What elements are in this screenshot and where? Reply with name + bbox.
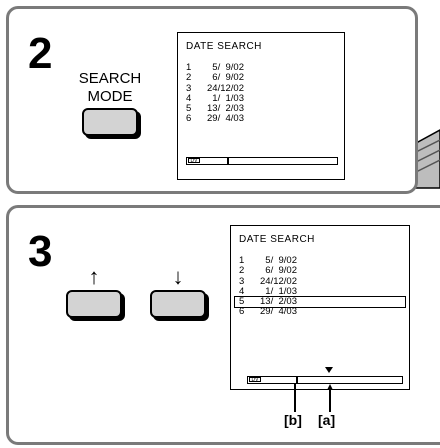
date-search-screen-step2: DATE SEARCH 1 5/ 9/02 2 6/ 9/02 3 24/12/0… <box>177 32 345 180</box>
step-2-number: 2 <box>28 29 53 78</box>
up-arrow-icon: ↑ <box>88 264 100 289</box>
screen-title: DATE SEARCH <box>186 41 262 52</box>
item-date: 5/ 9/02 <box>262 255 297 266</box>
item-index: 4 <box>186 92 192 104</box>
tape-position-bar: DV <box>247 376 403 384</box>
item-date: 29/ 4/03 <box>207 113 244 125</box>
item-date: 5/ 9/02 <box>209 62 244 73</box>
item-date: 13/ 2/03 <box>207 103 244 115</box>
list-item[interactable]: 6 29/ 4/03 <box>186 113 266 125</box>
tape-icon: DV <box>249 377 261 383</box>
list-item[interactable]: 3 24/12/02 <box>186 82 266 94</box>
step-3-number: 3 <box>28 227 53 276</box>
current-position-tick <box>296 377 298 383</box>
item-index: 3 <box>239 275 245 287</box>
current-position-tick <box>227 158 229 164</box>
list-item[interactable]: 4 1/ 1/03 <box>235 285 405 297</box>
position-marker-icon <box>325 367 333 373</box>
list-item[interactable]: 3 24/12/02 <box>235 275 405 287</box>
item-index: 1 <box>239 255 245 266</box>
item-date: 1/ 1/03 <box>209 92 244 104</box>
callout-b-line <box>294 384 296 412</box>
item-date: 6/ 9/02 <box>262 265 297 277</box>
search-mode-label-line2: MODE <box>87 88 133 105</box>
search-mode-button[interactable] <box>82 108 138 136</box>
list-item[interactable]: 4 1/ 1/03 <box>186 92 266 104</box>
item-index: 5 <box>186 103 192 115</box>
item-date: 13/ 2/03 <box>260 296 297 308</box>
item-date: 6/ 9/02 <box>209 72 244 84</box>
search-mode-label: SEARCH MODE <box>62 70 158 106</box>
tape-position-bar: DV <box>186 157 338 165</box>
up-button[interactable] <box>66 290 122 318</box>
item-index: 6 <box>239 306 245 318</box>
down-arrow-icon: ↓ <box>172 264 184 289</box>
callout-a-line <box>329 390 331 412</box>
down-button[interactable] <box>150 290 206 318</box>
search-mode-label-line1: SEARCH <box>78 70 142 87</box>
item-index: 6 <box>186 113 192 125</box>
list-item[interactable]: 1 5/ 9/02 <box>235 255 405 266</box>
callout-a-arrowhead <box>327 384 333 390</box>
item-index: 3 <box>186 82 192 94</box>
item-index: 5 <box>239 296 245 308</box>
date-search-screen-step3: DATE SEARCH 1 5/ 9/02 2 6/ 9/02 3 24/12/0… <box>230 225 410 390</box>
tape-icon: DV <box>188 158 200 164</box>
list-item[interactable]: 1 5/ 9/02 <box>186 62 266 73</box>
item-date: 24/12/02 <box>207 82 244 94</box>
list-item[interactable]: 2 6/ 9/02 <box>235 265 405 277</box>
item-date: 1/ 1/03 <box>262 285 297 297</box>
list-item[interactable]: 2 6/ 9/02 <box>186 72 266 84</box>
item-index: 2 <box>239 265 245 277</box>
callout-b-label: [b] <box>284 412 302 428</box>
list-item[interactable]: 6 29/ 4/03 <box>235 306 405 318</box>
list-item-selected[interactable]: 5 13/ 2/03 <box>234 296 406 309</box>
screen-title: DATE SEARCH <box>239 234 315 245</box>
item-date: 29/ 4/03 <box>260 306 297 318</box>
item-index: 2 <box>186 72 192 84</box>
item-index: 4 <box>239 285 245 297</box>
callout-a-label: [a] <box>318 412 336 428</box>
item-date: 24/12/02 <box>260 275 297 287</box>
item-index: 1 <box>186 62 192 73</box>
list-item[interactable]: 5 13/ 2/03 <box>186 103 266 115</box>
